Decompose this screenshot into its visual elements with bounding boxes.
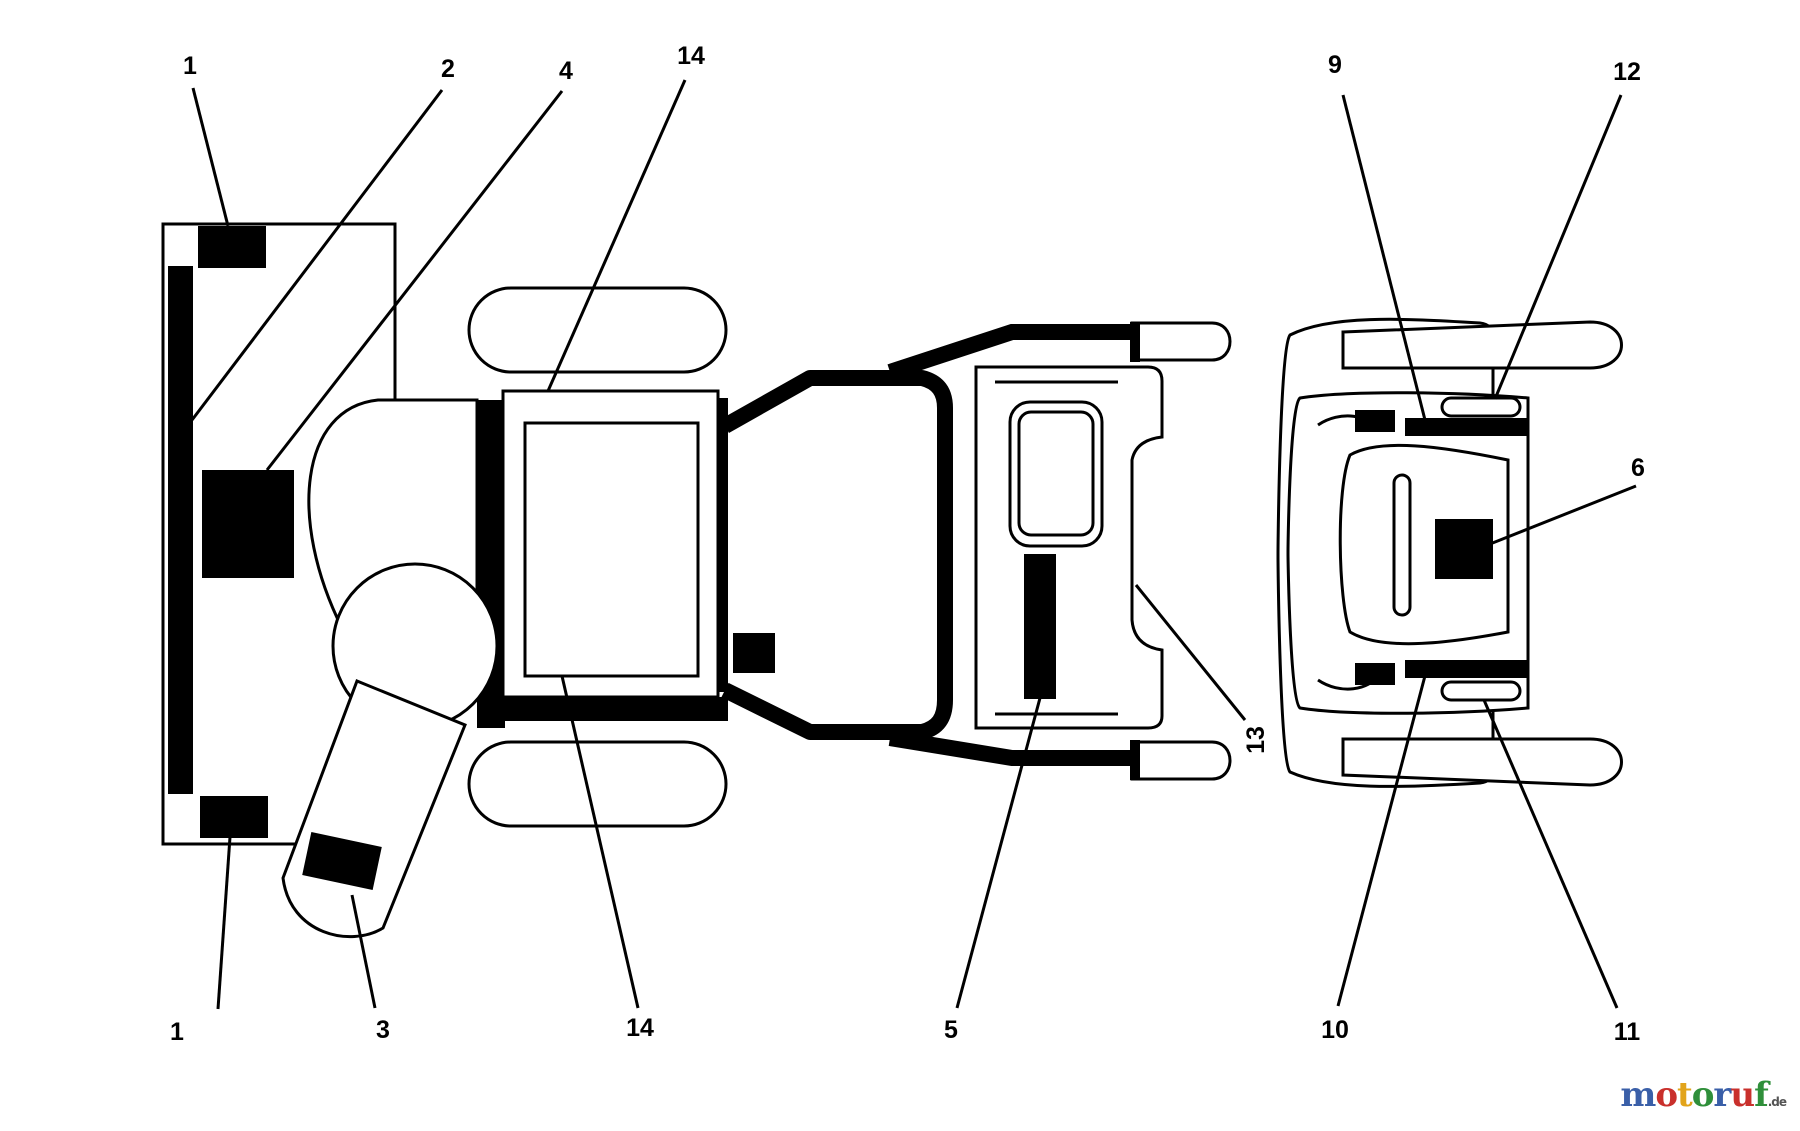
watermark-letter: o [1655,1075,1678,1115]
frame [721,321,1232,781]
decal-9 [1405,418,1527,436]
callout-labels: 1 2 4 14 9 12 6 13 1 3 14 5 10 11 [170,42,1645,1046]
watermark-letter: m [1620,1075,1656,1115]
callout-13: 13 [1242,726,1270,754]
callout-12: 12 [1613,58,1641,86]
watermark-letter: o [1691,1075,1715,1115]
decal-2-strip [168,266,193,794]
callout-9: 9 [1328,51,1342,79]
watermark-text: motoruf [1620,1075,1769,1115]
decal-10 [1405,660,1527,678]
watermark-letter: f [1754,1075,1769,1115]
callout-3: 3 [376,1016,390,1044]
decal-small [733,633,775,673]
front-wheel-bottom [467,740,728,828]
callout-5: 5 [944,1016,958,1044]
discharge-chute [281,562,499,939]
seat [1276,317,1623,788]
callout-1-bottom: 1 [170,1018,184,1046]
watermark-letter: t [1677,1075,1693,1115]
callout-1-top: 1 [183,52,197,80]
watermark-logo: motoruf.de [1620,1075,1787,1115]
decal-12 [1440,396,1522,418]
callout-10: 10 [1321,1016,1349,1044]
watermark-letter: u [1730,1075,1755,1115]
decal-5 [1024,554,1056,699]
callout-11: 11 [1614,1018,1641,1046]
decal-9-left [1355,410,1395,432]
callout-6: 6 [1631,454,1645,482]
decal-1-bottom [200,796,268,838]
callout-4: 4 [559,57,573,85]
watermark-letter: r [1713,1075,1731,1115]
decal-1-top [198,226,266,268]
decal-6 [1435,519,1493,579]
decal-4 [202,470,294,578]
decal-14-panel [523,421,700,678]
callout-2: 2 [441,55,455,83]
decal-11 [1440,680,1522,702]
decal-3 [302,831,382,891]
leader-lines [190,79,1637,1010]
engine-hood [307,389,728,728]
decal-10-left [1355,663,1395,685]
callout-14-top: 14 [677,42,705,70]
dashboard [974,365,1164,730]
watermark-tld: .de [1767,1095,1787,1109]
front-wheel-top [467,286,728,374]
callout-14-bottom: 14 [626,1014,654,1042]
